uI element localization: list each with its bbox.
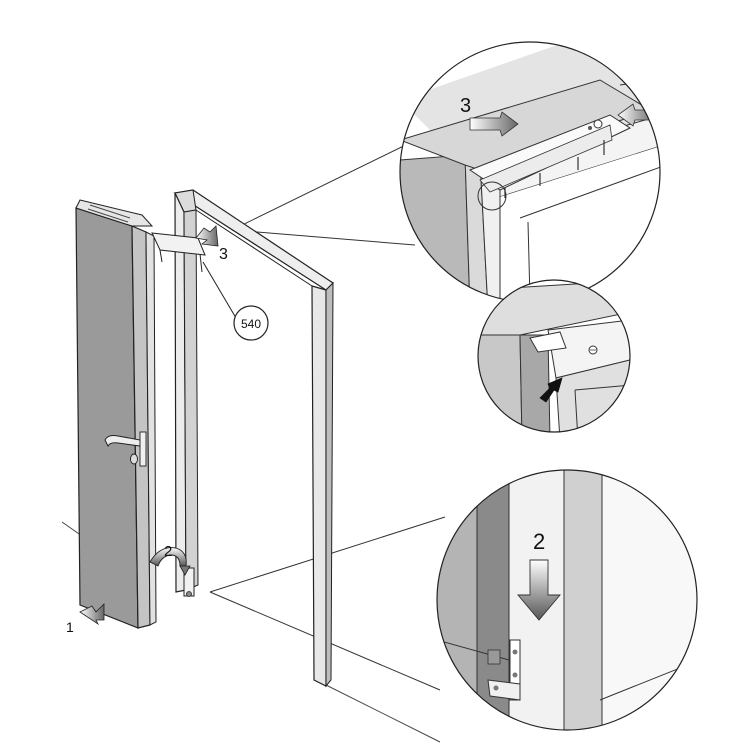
part-number-540: 540 xyxy=(241,317,261,331)
part-leader-line xyxy=(202,261,237,319)
step3-arrow xyxy=(195,225,219,247)
hinge-bracket-top xyxy=(151,232,206,273)
door-leaf xyxy=(75,199,157,629)
step2-label: 2 xyxy=(164,543,172,560)
floor-lines xyxy=(61,521,441,743)
part-callout-circle xyxy=(233,305,269,341)
step1-label: 1 xyxy=(66,619,74,635)
step3-detail-label: 3 xyxy=(460,95,471,117)
detail-bottom-circle xyxy=(436,469,698,731)
door-handle xyxy=(104,431,147,467)
detail-top-circle xyxy=(399,41,661,303)
step3-label: 3 xyxy=(219,246,228,263)
step2-detail-label: 2 xyxy=(533,529,545,554)
detail-middle-circle xyxy=(477,279,631,433)
step1-arrow xyxy=(79,603,105,626)
door-frame xyxy=(173,189,334,688)
step2-curved-arrow xyxy=(149,547,191,576)
